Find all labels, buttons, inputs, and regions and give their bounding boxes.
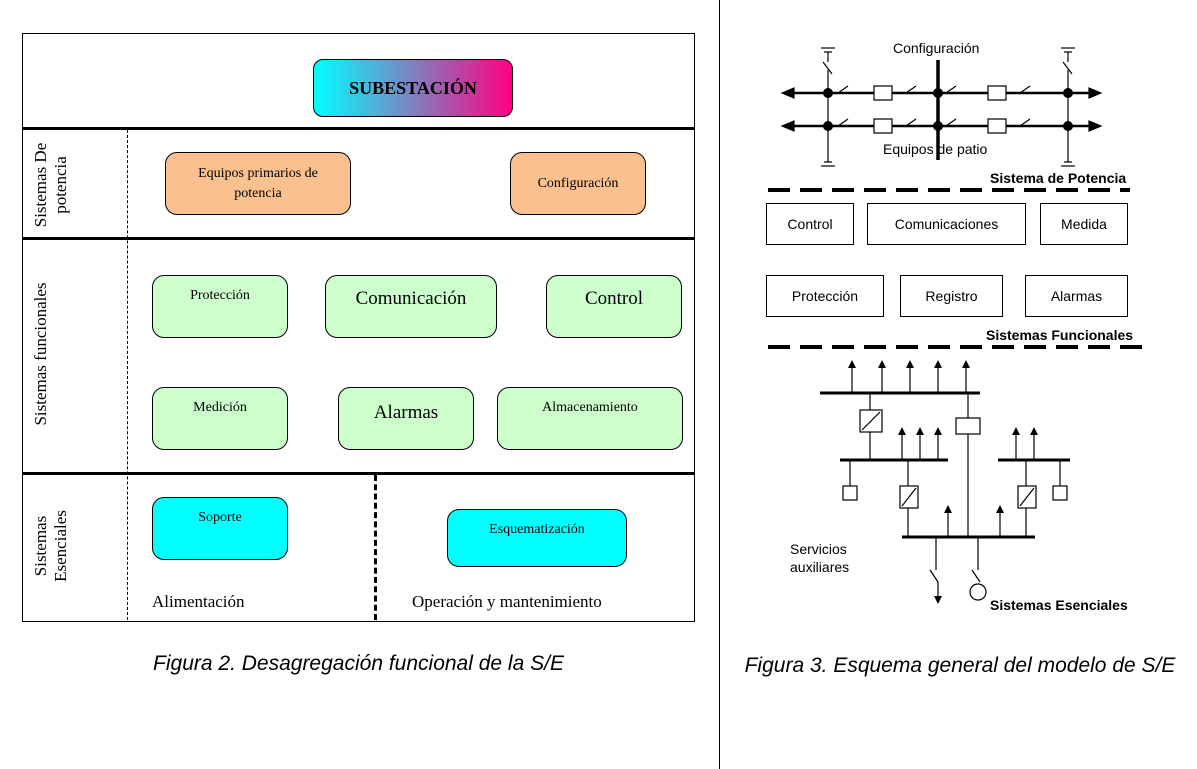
sistemas-esenciales-label: Sistemas Esenciales <box>990 597 1128 613</box>
alimentacion-label: Alimentación <box>152 592 245 611</box>
comunicacion-box: Comunicación <box>325 275 497 338</box>
registro-rect: Registro <box>900 275 1003 317</box>
operacion-label: Operación y mantenimiento <box>412 592 602 611</box>
sistemas-funcionales-label: Sistemas Funcionales <box>986 327 1134 343</box>
subestacion-title: SUBESTACIÓN <box>313 59 513 117</box>
medicion-box: Medición <box>152 387 288 450</box>
esquematizacion-box: Esquematización <box>447 509 627 567</box>
equipos-primarios-box: Equipos primarios de potencia <box>165 152 351 215</box>
right-panel <box>719 0 1197 769</box>
single-line-diagram <box>768 47 1150 604</box>
equipos-patio-text: Equipos de patio <box>883 141 988 157</box>
section-divider <box>22 472 695 475</box>
section-divider <box>22 127 695 130</box>
proteccion-box: Protección <box>152 275 288 338</box>
sistema-potencia-label: Sistema de Potencia <box>990 170 1127 186</box>
servicios-auxiliares-text: Servicios auxiliares <box>790 541 850 575</box>
dashed-separator <box>127 130 128 620</box>
alarmas-rect: Alarmas <box>1025 275 1128 317</box>
section-label-funcionales: Sistemas funcionales <box>31 282 50 426</box>
alarmas-box: Alarmas <box>338 387 474 450</box>
section-divider <box>22 237 695 240</box>
control-box: Control <box>546 275 682 338</box>
figure-2-caption: Figura 2. Desagregación funcional de la … <box>153 652 564 675</box>
section-label-esenciales: Sistemas Esenciales <box>31 510 70 582</box>
soporte-box: Soporte <box>152 497 288 560</box>
dashed-separator-bold <box>374 475 377 620</box>
configuracion-box: Configuración <box>510 152 646 215</box>
comunicaciones-rect: Comunicaciones <box>867 203 1026 245</box>
control-rect: Control <box>766 203 854 245</box>
medida-rect: Medida <box>1040 203 1128 245</box>
section-label-potencia: Sistemas De potencia <box>31 142 70 228</box>
figure-3-caption: Figura 3. Esquema general del modelo de … <box>744 654 1176 677</box>
functional-diagram <box>22 33 695 622</box>
almacenamiento-box: Almacenamiento <box>497 387 683 450</box>
proteccion-rect: Protección <box>766 275 884 317</box>
configuracion-text: Configuración <box>893 40 980 56</box>
